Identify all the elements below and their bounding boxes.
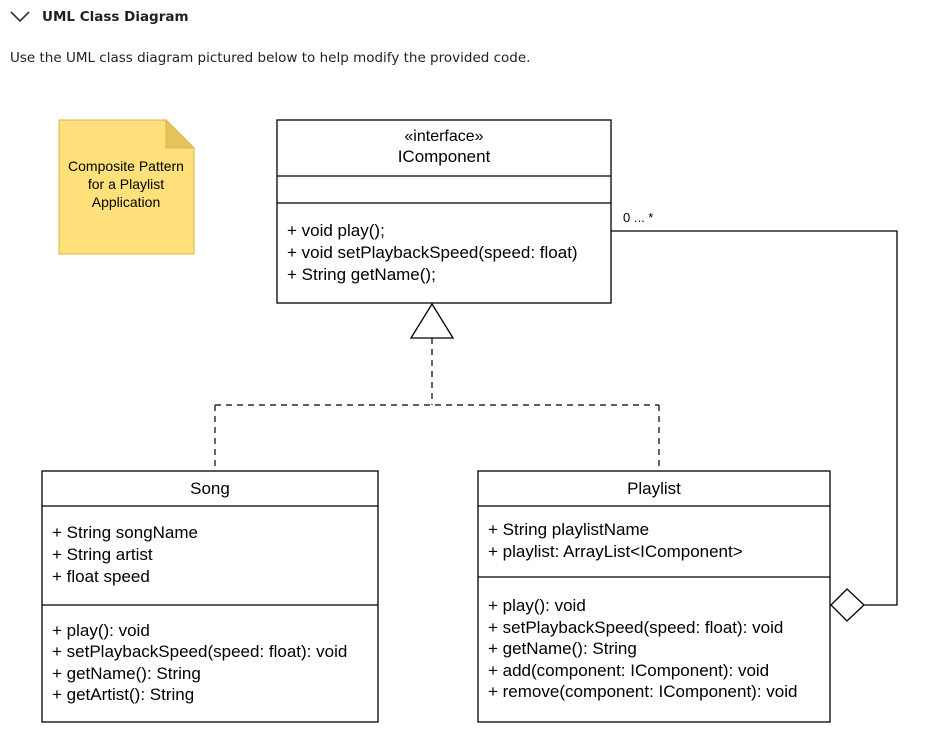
song-attribute: + String artist: [52, 545, 153, 564]
song-name: Song: [190, 479, 230, 498]
note-shape: Composite Pattern for a Playlist Applica…: [58, 118, 196, 255]
icomponent-method: + void setPlaybackSpeed(speed: float): [287, 243, 578, 262]
icomponent-stereotype: «interface»: [404, 128, 483, 145]
section-header[interactable]: UML Class Diagram: [0, 0, 941, 36]
aggregation-diamond: [830, 588, 865, 622]
song-method: + setPlaybackSpeed(speed: float): void: [52, 642, 347, 661]
section-title: UML Class Diagram: [42, 9, 189, 25]
icomponent-class: «interface» IComponent + void play(); + …: [276, 119, 612, 304]
playlist-method: + getName(): String: [488, 639, 637, 658]
multiplicity-label: 0 ... *: [623, 210, 653, 225]
song-method: + getArtist(): String: [52, 685, 194, 704]
song-class: Song + String songName + String artist +…: [41, 470, 379, 723]
song-method: + getName(): String: [52, 664, 201, 683]
song-method: + play(): void: [52, 621, 150, 640]
realization-connector: [214, 302, 660, 471]
icomponent-name: IComponent: [398, 147, 491, 166]
playlist-method: + add(component: IComponent): void: [488, 661, 769, 680]
note-line-2: for a Playlist: [88, 176, 164, 192]
aggregation-connector: 0 ... *: [611, 210, 898, 622]
playlist-attribute: + String playlistName: [488, 520, 649, 539]
playlist-method: + play(): void: [488, 596, 586, 615]
playlist-method: + setPlaybackSpeed(speed: float): void: [488, 618, 783, 637]
realization-triangle: [409, 302, 455, 339]
icomponent-method: + String getName();: [287, 265, 436, 284]
playlist-method: + remove(component: IComponent): void: [488, 682, 797, 701]
instruction-text: Use the UML class diagram pictured below…: [10, 50, 531, 66]
note-line-3: Application: [92, 194, 161, 210]
song-attribute: + float speed: [52, 567, 150, 586]
icomponent-method: + void play();: [287, 221, 385, 240]
playlist-name: Playlist: [627, 479, 681, 498]
playlist-class: Playlist + String playlistName + playlis…: [477, 470, 831, 723]
playlist-attribute: + playlist: ArrayList<IComponent>: [488, 542, 743, 561]
song-attribute: + String songName: [52, 523, 198, 542]
chevron-down-icon[interactable]: [10, 10, 30, 24]
note-line-1: Composite Pattern: [68, 158, 184, 174]
